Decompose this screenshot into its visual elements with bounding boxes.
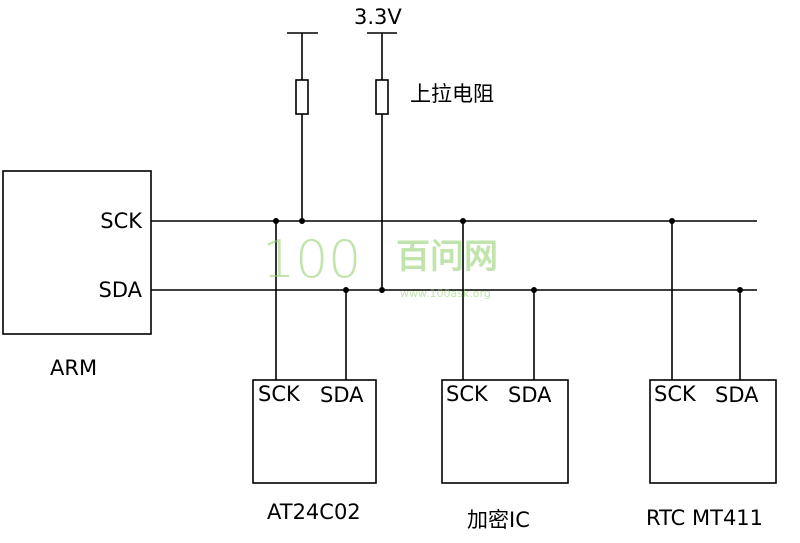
arm-sda-pin-label: SDA xyxy=(98,278,143,302)
pullup-resistor-left xyxy=(295,79,309,115)
device-2-block xyxy=(441,379,569,484)
arm-sck-pin-label: SCK xyxy=(100,209,142,233)
watermark-url: www.100ask.org xyxy=(400,287,491,300)
device-1-name-label: AT24C02 xyxy=(267,500,361,524)
device-3-sck-pin-label: SCK xyxy=(654,382,696,406)
device-2-sck-pin-label: SCK xyxy=(446,382,488,406)
junction-dot xyxy=(737,287,743,293)
device-3-name-label: RTC MT411 xyxy=(646,506,764,530)
device-3-sda-pin-label: SDA xyxy=(715,383,759,407)
junction-dot xyxy=(460,218,466,224)
watermark-site-name: 百问网 xyxy=(396,237,498,277)
supply-voltage-label: 3.3V xyxy=(354,5,402,29)
device-2-sda-pin-label: SDA xyxy=(508,383,552,407)
junction-dot xyxy=(299,218,305,224)
junction-dot xyxy=(343,287,349,293)
junction-dot xyxy=(379,287,385,293)
device-1-sda-pin-label: SDA xyxy=(320,383,364,407)
device-2-name-label: 加密IC xyxy=(467,508,530,532)
junction-dot xyxy=(531,287,537,293)
arm-block xyxy=(2,170,152,335)
pullup-resistor-right xyxy=(375,79,389,115)
junction-dot xyxy=(669,218,675,224)
junction-dot xyxy=(273,218,279,224)
arm-name-label: ARM xyxy=(50,356,98,380)
device-1-block xyxy=(252,379,377,484)
watermark-logo: 100 xyxy=(262,230,362,290)
device-3-block xyxy=(649,379,777,484)
pullup-resistor-label: 上拉电阻 xyxy=(410,82,494,106)
device-1-sck-pin-label: SCK xyxy=(258,382,300,406)
